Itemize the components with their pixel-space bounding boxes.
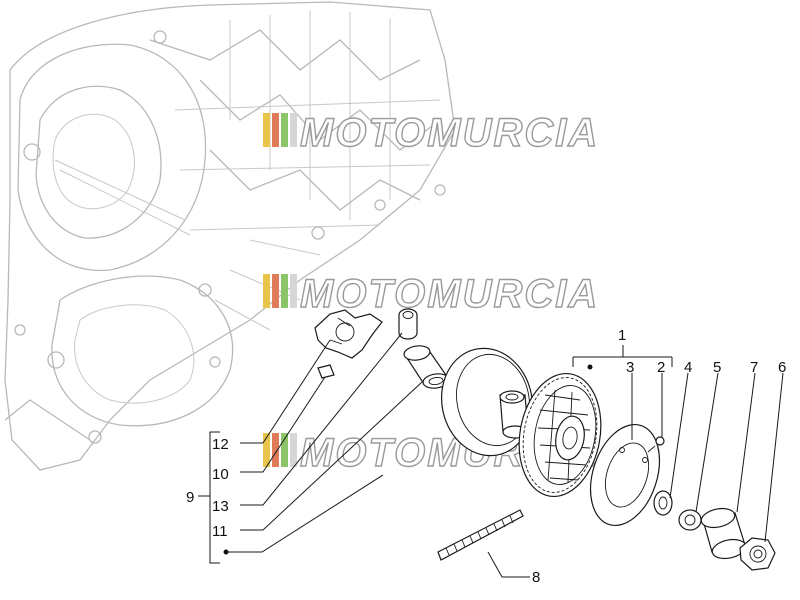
callout-7: 7 — [750, 359, 758, 376]
callout-9: 9 — [186, 489, 194, 506]
screw-part — [647, 436, 665, 453]
small-bushing-part — [398, 308, 418, 340]
crankcase-housing — [4, 1, 456, 471]
leader-lines — [198, 332, 784, 578]
slider-part — [317, 364, 335, 379]
callout-13: 13 — [212, 498, 229, 515]
callout-4: 4 — [684, 359, 692, 376]
callout-10: 10 — [212, 466, 229, 483]
washer-part — [653, 490, 673, 516]
spacer-washer-part — [678, 509, 702, 531]
variator-fan-part — [518, 372, 602, 498]
callout-8: 8 — [532, 569, 540, 586]
watermark-logo-middle: MOTOMURCIA — [263, 271, 599, 317]
ramp-plate-part — [314, 309, 383, 359]
hex-nut-part — [739, 537, 776, 571]
callout-3: 3 — [626, 359, 634, 376]
watermark-text-middle: MOTOMURCIA — [300, 272, 599, 316]
callout-11: 11 — [212, 523, 228, 540]
callout-6: 6 — [778, 359, 786, 376]
callout-12: 12 — [212, 436, 229, 453]
watermark-logo-top: MOTOMURCIA — [263, 110, 599, 156]
watermark-text-top: MOTOMURCIA — [300, 111, 599, 155]
cover-plate-part — [589, 423, 661, 527]
callout-1: 1 — [618, 327, 626, 344]
callout-2: 2 — [657, 359, 665, 376]
callout-labels: 1 2 3 4 5 6 7 8 9 10 11 12 13 — [186, 327, 786, 586]
drive-belt-part — [437, 509, 524, 561]
callout-5: 5 — [713, 359, 721, 376]
